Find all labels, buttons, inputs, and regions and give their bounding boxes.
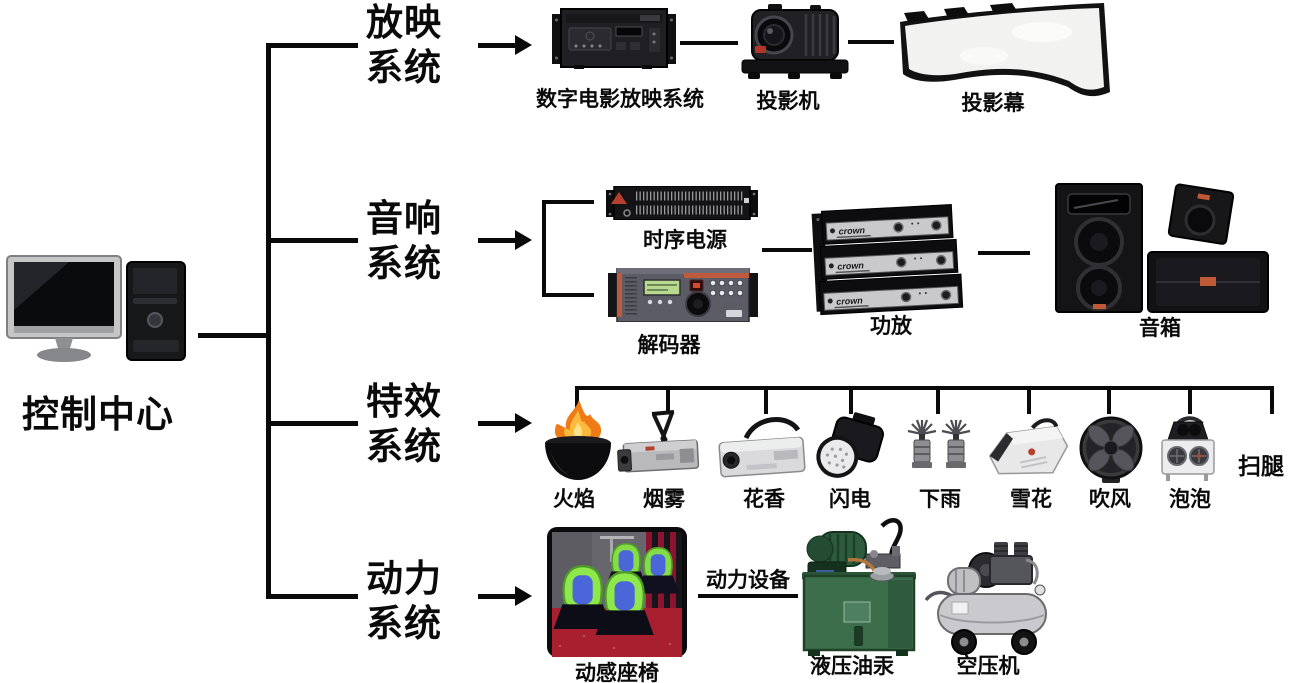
branch-line-effects [269,421,358,426]
projector-image [741,4,849,79]
label-lightning: 闪电 [829,488,871,511]
branch-label-motion-line1: 动力 [366,558,442,599]
label-player: 数字电影放映系统 [536,88,704,111]
branch-label-effects-line1: 特效 [366,381,442,422]
wind-fan-image [1079,416,1143,483]
control-center-computer-image [6,255,186,362]
branch-label-motion: 动力 系统 [366,556,476,646]
connector-seats-pumps [698,594,798,598]
label-flame: 火焰 [553,488,595,511]
connector-rack-amplifier [762,248,812,252]
trunk-line [266,43,271,599]
audio-bracket-bottom-arm [546,293,594,297]
audio-bracket-top-arm [546,200,594,204]
branch-label-effects: 特效 系统 [366,379,476,469]
effects-drop-fragrance [764,386,768,414]
label-snow: 雪花 [1010,488,1052,511]
projection-screen-image [900,3,1110,97]
label-power-equipment: 动力设备 [706,569,790,592]
label-hydraulic-pump: 液压油汞 [810,655,894,678]
branch-line-audio [269,238,358,243]
motion-seats-image [547,527,687,657]
branch-label-audio-line2: 系统 [366,243,442,284]
label-projector: 投影机 [756,90,820,113]
connector-player-projector [680,41,738,45]
arrow-motion [478,586,532,606]
effects-drop-bubble [1188,386,1192,414]
label-legsweep: 扫腿 [1238,453,1284,479]
branch-label-effects-line2: 系统 [366,426,442,467]
branch-label-projection-line1: 放映 [366,2,442,43]
flame-effect-image [545,400,611,480]
lightning-strobe-image [816,412,885,478]
amp-brand-text-2: crown [837,260,864,271]
fragrance-machine-image [718,417,806,478]
branch-label-audio-line1: 音响 [366,198,442,239]
label-amplifier: 功放 [870,315,912,338]
cinema-player-image [552,8,676,69]
branch-label-audio: 音响 系统 [366,196,476,286]
label-sequencer: 时序电源 [643,229,727,252]
label-speakers: 音箱 [1139,317,1181,340]
branch-label-projection-line2: 系统 [366,47,442,88]
effects-drop-wind [1107,386,1111,414]
label-wind: 吹风 [1089,488,1131,511]
audio-bracket-vertical [542,200,546,297]
snow-machine-image [988,418,1069,475]
label-bubble: 泡泡 [1169,488,1211,511]
effects-drop-lightning [849,386,853,414]
effects-drop-smoke [666,386,670,414]
amp-brand-text-3: crown [836,295,863,306]
label-decoder: 解码器 [637,334,701,357]
arrow-effects [478,413,532,433]
amp-brand-text-1: crown [838,225,865,236]
label-fragrance: 花香 [743,488,785,511]
branch-line-motion [269,594,358,599]
bubble-machine-image [1161,416,1215,481]
hydraulic-pump-image [802,518,916,656]
branch-label-motion-line2: 系统 [366,603,442,644]
label-rain: 下雨 [919,488,961,511]
decoder-image [608,268,758,322]
control-center-label: 控制中心 [22,394,174,435]
effects-drop-rain [936,386,940,414]
branch-label-projection: 放映 系统 [366,0,476,90]
smoke-machine-image [617,410,700,473]
effects-drop-flame [575,386,579,412]
label-smoke: 烟雾 [643,488,685,511]
amplifier-image: crown crown crown [811,204,964,316]
effects-drop-legsweep [1270,386,1274,414]
effects-drop-snow [1027,386,1031,414]
label-screen: 投影幕 [961,92,1025,115]
connector-projector-screen [848,40,894,44]
label-seats: 动感座椅 [575,662,659,683]
branch-line-projection [269,43,358,48]
arrow-audio [478,230,532,250]
rain-nozzles-image [907,419,971,468]
speakers-image [1055,183,1269,313]
arrow-projection [478,35,532,55]
connector-amplifier-speakers [978,251,1030,255]
connector-computer-trunk [198,333,268,338]
sequencer-image [606,186,758,220]
air-compressor-image [924,542,1047,655]
effects-bus-line [575,386,1274,390]
label-air-compressor: 空压机 [956,655,1020,678]
